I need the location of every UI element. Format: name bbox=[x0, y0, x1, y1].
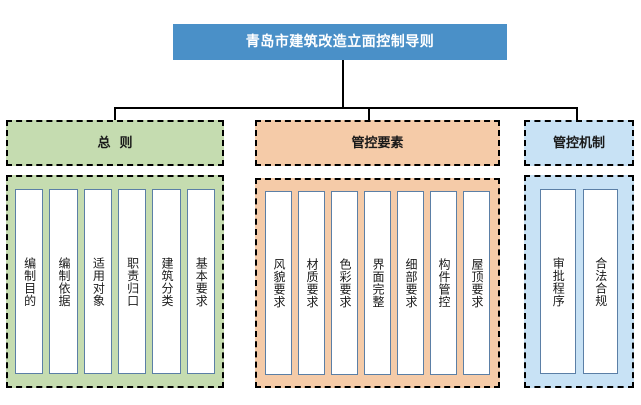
item-card[interactable]: 编制依据 bbox=[49, 189, 78, 374]
section-header-mechanism-label: 管控机制 bbox=[552, 135, 605, 151]
connector-drop-mechanism bbox=[576, 107, 578, 121]
item-card[interactable]: 职责归口 bbox=[118, 189, 147, 374]
item-label: 色彩要求 bbox=[337, 258, 352, 308]
item-card[interactable]: 建筑分类 bbox=[152, 189, 181, 374]
item-label: 职责归口 bbox=[125, 256, 140, 307]
connector-trunk-vertical bbox=[342, 60, 344, 108]
item-list-general: 编制目的 编制依据 适用对象 职责归口 建筑分类 基本要求 bbox=[15, 189, 215, 374]
item-label: 合法合规 bbox=[593, 256, 608, 307]
item-label: 建筑分类 bbox=[159, 256, 174, 307]
item-card[interactable]: 风貌要求 bbox=[265, 191, 292, 375]
root-title-label: 青岛市建筑改造立面控制导则 bbox=[245, 34, 435, 50]
item-card[interactable]: 适用对象 bbox=[83, 189, 112, 374]
item-label: 屋顶要求 bbox=[469, 258, 484, 308]
item-label: 审批程序 bbox=[551, 256, 566, 307]
section-body-elements: 风貌要求 材质要求 色彩要求 界面完整 细部要求 构件管控 屋顶要求 bbox=[255, 178, 500, 388]
section-body-general: 编制目的 编制依据 适用对象 职责归口 建筑分类 基本要求 bbox=[6, 175, 224, 388]
section-header-elements[interactable]: 管控要素 bbox=[255, 120, 500, 166]
root-title-node[interactable]: 青岛市建筑改造立面控制导则 bbox=[173, 24, 507, 60]
section-header-general-label: 总 则 bbox=[97, 135, 133, 151]
item-label: 细部要求 bbox=[403, 258, 418, 308]
item-label: 材质要求 bbox=[304, 258, 319, 308]
item-card[interactable]: 编制目的 bbox=[15, 189, 44, 374]
connector-drop-general bbox=[114, 107, 116, 121]
item-list-elements: 风貌要求 材质要求 色彩要求 界面完整 细部要求 构件管控 屋顶要求 bbox=[265, 191, 490, 375]
item-label: 基本要求 bbox=[194, 256, 209, 307]
item-label: 风貌要求 bbox=[271, 258, 286, 308]
item-card[interactable]: 色彩要求 bbox=[331, 191, 358, 375]
item-label: 适用对象 bbox=[91, 256, 106, 307]
item-label: 构件管控 bbox=[436, 258, 451, 308]
item-card[interactable]: 屋顶要求 bbox=[463, 191, 490, 375]
connector-branch-horizontal bbox=[114, 107, 578, 109]
item-card[interactable]: 审批程序 bbox=[540, 189, 576, 374]
item-list-mechanism: 审批程序 合法合规 bbox=[540, 189, 618, 374]
item-card[interactable]: 合法合规 bbox=[582, 189, 618, 374]
item-card[interactable]: 构件管控 bbox=[430, 191, 457, 375]
section-header-general[interactable]: 总 则 bbox=[6, 120, 224, 166]
section-body-mechanism: 审批程序 合法合规 bbox=[524, 175, 634, 388]
item-card[interactable]: 材质要求 bbox=[298, 191, 325, 375]
item-label: 编制依据 bbox=[56, 256, 71, 307]
section-header-mechanism[interactable]: 管控机制 bbox=[524, 120, 634, 166]
connector-drop-elements bbox=[368, 107, 370, 121]
section-header-elements-label: 管控要素 bbox=[351, 135, 404, 151]
item-label: 编制目的 bbox=[22, 256, 37, 307]
item-card[interactable]: 细部要求 bbox=[397, 191, 424, 375]
item-card[interactable]: 基本要求 bbox=[186, 189, 215, 374]
item-label: 界面完整 bbox=[370, 258, 385, 308]
item-card[interactable]: 界面完整 bbox=[364, 191, 391, 375]
